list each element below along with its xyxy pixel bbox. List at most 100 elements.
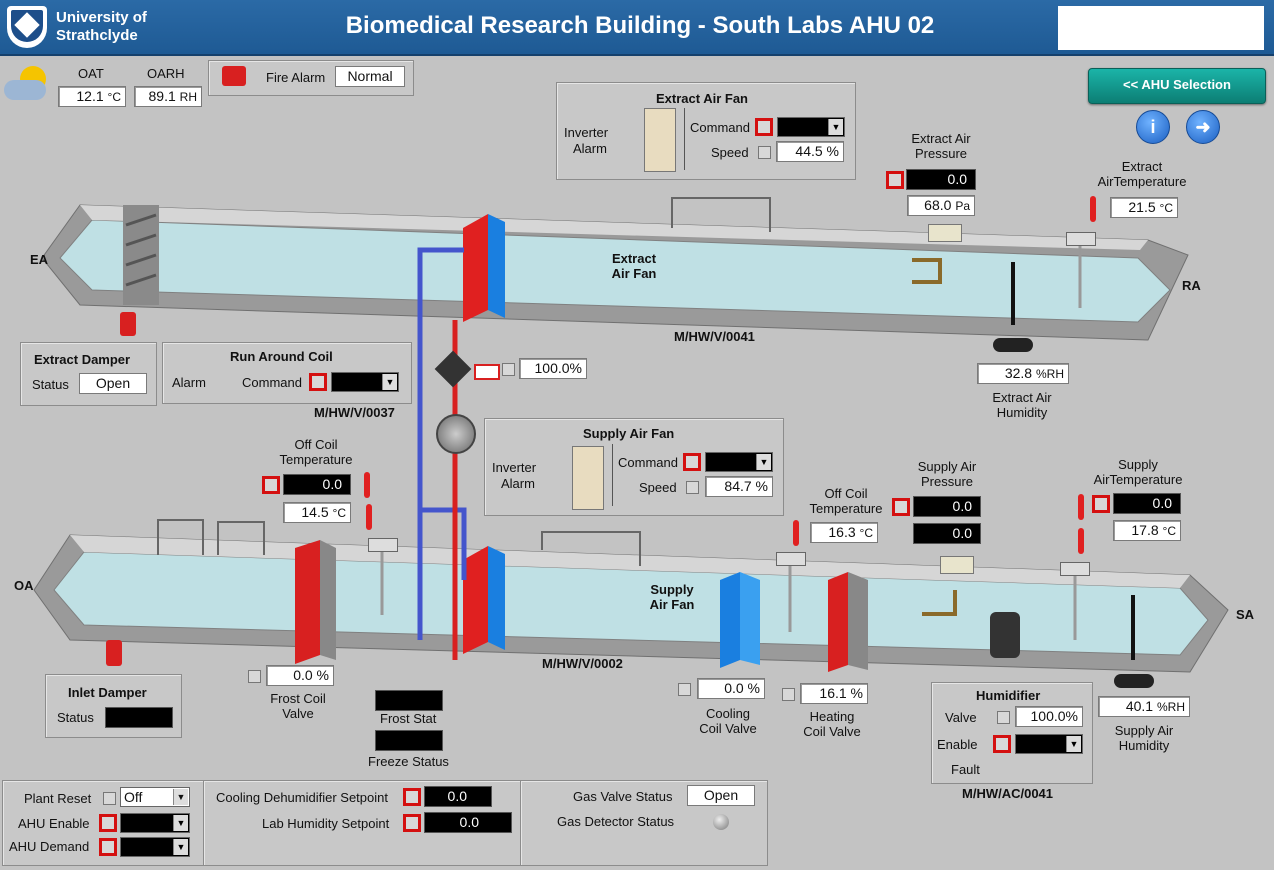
- ahu-enable-dropdown[interactable]: ▼: [120, 813, 190, 833]
- extract-pressure-value: 68.0 Pa: [907, 195, 975, 216]
- extract-fan-speed-label: Speed: [711, 145, 749, 160]
- ahu-demand-checkbox[interactable]: [99, 838, 117, 856]
- sa-label: SA: [1236, 607, 1255, 622]
- supply-temp-setpoint[interactable]: 0.0: [1113, 493, 1181, 514]
- lab-humidity-setpoint[interactable]: 0.0: [424, 812, 512, 833]
- oarh-label: OARH: [147, 66, 185, 81]
- offcoil2-temp-probe: [776, 552, 806, 566]
- supply-fan-command-dropdown[interactable]: ▼: [705, 452, 773, 472]
- run-around-valve-value: 100.0%: [519, 358, 587, 379]
- extract-fan-title: Extract Air Fan: [656, 91, 748, 106]
- offcoil-left-checkbox[interactable]: [262, 476, 280, 494]
- gas-detector-indicator: [713, 814, 729, 830]
- humidifier-valve-checkbox[interactable]: [997, 711, 1010, 724]
- plant-reset-label: Plant Reset: [24, 791, 92, 806]
- supply-fan-command-checkbox[interactable]: [683, 453, 701, 471]
- offcoil-left-thermometer-icon: [364, 472, 370, 498]
- lab-humidity-checkbox[interactable]: [403, 814, 421, 832]
- freeze-status-indicator: [375, 730, 443, 751]
- humidifier-valve-icon: [990, 612, 1020, 658]
- info-button[interactable]: i: [1136, 110, 1170, 144]
- extract-fan-speed-value: 44.5 %: [776, 141, 844, 162]
- freeze-status-label: Freeze Status: [368, 754, 449, 769]
- extract-fan-speed-checkbox[interactable]: [758, 146, 771, 159]
- extract-fan-alarm-label: Alarm: [573, 141, 607, 156]
- run-around-alarm-label: Alarm: [172, 375, 206, 390]
- run-around-actuator-icon: [474, 364, 500, 380]
- fire-alarm-icon: [222, 66, 246, 86]
- supply-fan-inverter-label: Inverter: [492, 460, 537, 475]
- extract-damper-louvres: [123, 205, 159, 305]
- frost-stat-indicator: [375, 690, 443, 711]
- supply-humidity-sensor: [1114, 674, 1154, 688]
- plant-reset-checkbox[interactable]: [103, 792, 116, 805]
- extract-damper-status: Open: [79, 373, 147, 394]
- cooling-dehum-checkbox[interactable]: [403, 788, 421, 806]
- extract-fan-command-checkbox[interactable]: [755, 118, 773, 136]
- frost-stat-label: Frost Stat: [380, 711, 437, 726]
- humidifier-valve-label: Valve: [945, 710, 977, 725]
- ahu-demand-label: AHU Demand: [9, 839, 90, 854]
- humidifier-enable-checkbox[interactable]: [993, 735, 1011, 753]
- extract-fan-inverter-label: Inverter: [564, 125, 609, 140]
- divider: [612, 444, 613, 506]
- supply-temp-checkbox[interactable]: [1092, 495, 1110, 513]
- supply-temp-thermometer-icon: [1078, 494, 1084, 520]
- cooling-coil-checkbox[interactable]: [678, 683, 691, 696]
- supply-inverter-icon: [572, 446, 604, 510]
- supply-pressure-setpoint[interactable]: 0.0: [913, 496, 981, 517]
- humidifier-enable-dropdown[interactable]: ▼: [1015, 734, 1083, 754]
- run-around-command-checkbox[interactable]: [309, 373, 327, 391]
- offcoil-right-thermometer-icon: [793, 520, 799, 546]
- offcoil-right-value: 16.3 °C: [810, 522, 878, 543]
- ea-label: EA: [30, 252, 49, 267]
- supply-fan-speed-checkbox[interactable]: [686, 481, 699, 494]
- supply-fan-speed-value: 84.7 %: [705, 476, 773, 497]
- tag-supply: M/HW/V/0002: [542, 656, 623, 671]
- supply-pressure-sensor: [940, 556, 974, 574]
- fire-alarm-label: Fire Alarm: [266, 70, 326, 85]
- heating-coil-checkbox[interactable]: [782, 688, 795, 701]
- oarh-value: 89.1 RH: [134, 86, 202, 107]
- supply-pressure-checkbox[interactable]: [892, 498, 910, 516]
- heating-coil-value: 16.1 %: [800, 683, 868, 704]
- cooling-dehum-setpoint[interactable]: 0.0: [424, 786, 492, 807]
- extract-fan-command-dropdown[interactable]: ▼: [777, 117, 845, 137]
- frost-coil-checkbox[interactable]: [248, 670, 261, 683]
- weather-icon: [4, 66, 54, 108]
- extract-inverter-icon: [644, 108, 676, 172]
- run-around-command-dropdown[interactable]: ▼: [331, 372, 399, 392]
- ahu-selection-button[interactable]: << AHU Selection: [1088, 68, 1266, 104]
- supply-humidity-value: 40.1 %RH: [1098, 696, 1190, 717]
- ahu-demand-dropdown[interactable]: ▼: [120, 837, 190, 857]
- extract-temp-thermometer-icon: [1090, 196, 1096, 222]
- humidifier-valve-value: 100.0%: [1015, 706, 1083, 727]
- extract-humidity-value: 32.8 %RH: [977, 363, 1069, 384]
- offcoil-left-setpoint[interactable]: 0.0: [283, 474, 351, 495]
- extract-humidity-sensor: [993, 338, 1033, 352]
- oat-value: 12.1 °C: [58, 86, 126, 107]
- plant-reset-dropdown[interactable]: Off▼: [120, 787, 190, 807]
- extract-pressure-checkbox[interactable]: [886, 171, 904, 189]
- lab-humidity-label: Lab Humidity Setpoint: [262, 816, 390, 831]
- run-around-valve-checkbox[interactable]: [502, 363, 515, 376]
- oat-label: OAT: [78, 66, 104, 81]
- extract-pressure-setpoint[interactable]: 0.0: [906, 169, 976, 190]
- humidifier-title: Humidifier: [976, 688, 1041, 703]
- next-arrow-icon[interactable]: ➜: [1186, 110, 1220, 144]
- ahu-enable-checkbox[interactable]: [99, 814, 117, 832]
- ra-label: RA: [1182, 278, 1201, 293]
- inlet-damper-status-label: Status: [57, 710, 94, 725]
- ahu-enable-label: AHU Enable: [18, 816, 90, 831]
- run-around-pump-icon: [436, 414, 476, 454]
- inlet-damper-actuator: [106, 640, 122, 666]
- extract-fan-command-label: Command: [690, 120, 750, 135]
